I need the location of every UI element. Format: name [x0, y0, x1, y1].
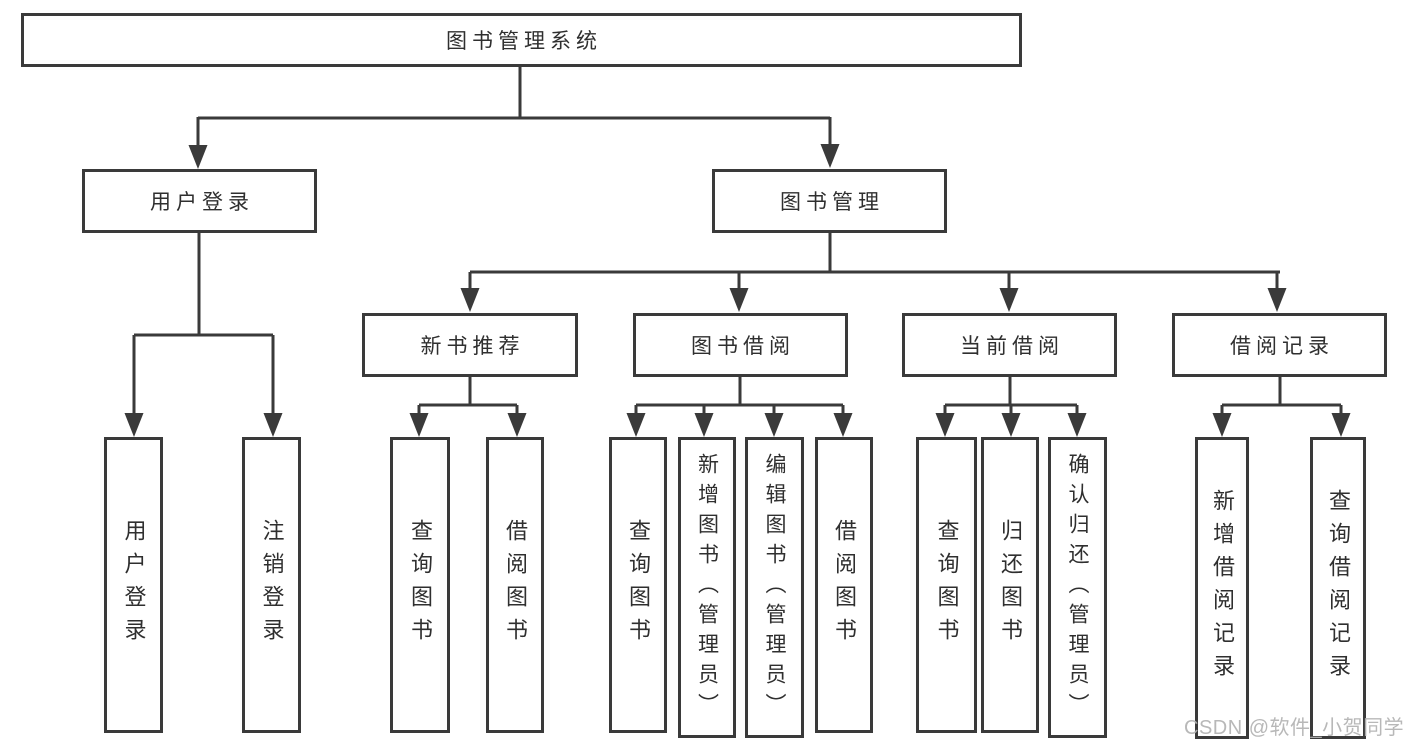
leaf-logout: 注销登录: [242, 437, 301, 733]
node-new-book-recommendation-label: 新书推荐: [420, 335, 525, 358]
connector-new-book-children: [417, 377, 519, 419]
connector-user-login-children: [132, 233, 275, 419]
node-book-management-label: 图书管理: [780, 191, 884, 214]
node-root: 图书管理系统: [21, 13, 1022, 67]
connector-current-borrow-children: [943, 377, 1079, 419]
leaf-user-login-label: 用户登录: [121, 519, 147, 651]
leaf-borrow-books-borrowing-label: 借阅图书: [832, 519, 857, 651]
leaf-edit-book-admin-label: 编辑图书（管理员）: [763, 452, 786, 723]
leaf-query-books-recommend: 查询图书: [390, 437, 450, 733]
leaf-add-borrow-record: 新增借阅记录: [1195, 437, 1249, 739]
node-current-borrowing-label: 当前借阅: [960, 335, 1064, 358]
node-user-login: 用户登录: [82, 169, 317, 233]
leaf-query-books-current: 查询图书: [916, 437, 977, 733]
connector-book-management-children: [468, 233, 1280, 295]
leaf-return-book-label: 归还图书: [998, 519, 1023, 651]
csdn-watermark: CSDN @软件_小贺同学: [1184, 717, 1405, 739]
connector-book-borrow-children: [634, 377, 845, 419]
leaf-confirm-return-admin-label: 确认归还（管理员）: [1066, 452, 1089, 723]
leaf-query-books-current-label: 查询图书: [934, 519, 960, 651]
leaf-borrow-books-borrowing: 借阅图书: [815, 437, 873, 733]
leaf-user-login: 用户登录: [104, 437, 163, 733]
leaf-query-books-recommend-label: 查询图书: [408, 519, 433, 651]
leaf-confirm-return-admin: 确认归还（管理员）: [1048, 437, 1107, 738]
node-current-borrowing: 当前借阅: [902, 313, 1117, 377]
leaf-edit-book-admin: 编辑图书（管理员）: [745, 437, 804, 738]
leaf-logout-label: 注销登录: [259, 519, 285, 651]
leaf-query-borrow-record: 查询借阅记录: [1310, 437, 1366, 739]
node-book-borrowing-label: 图书借阅: [691, 335, 795, 358]
node-root-label: 图书管理系统: [446, 30, 602, 53]
leaf-add-book-admin: 新增图书（管理员）: [678, 437, 736, 738]
leaf-add-book-admin-label: 新增图书（管理员）: [695, 452, 719, 723]
node-new-book-recommendation: 新书推荐: [362, 313, 578, 377]
node-user-login-label: 用户登录: [150, 191, 254, 214]
connector-root-to-level2: [196, 66, 832, 151]
leaf-query-books-borrowing: 查询图书: [609, 437, 667, 733]
leaf-query-borrow-record-label: 查询借阅记录: [1326, 489, 1351, 687]
leaf-borrow-books-recommend-label: 借阅图书: [503, 519, 528, 651]
leaf-borrow-books-recommend: 借阅图书: [486, 437, 544, 733]
node-borrowing-records-label: 借阅记录: [1230, 335, 1334, 358]
leaf-return-book: 归还图书: [981, 437, 1039, 733]
node-book-management: 图书管理: [712, 169, 947, 233]
node-book-borrowing: 图书借阅: [633, 313, 848, 377]
leaf-add-borrow-record-label: 新增借阅记录: [1210, 489, 1235, 687]
node-borrowing-records: 借阅记录: [1172, 313, 1387, 377]
leaf-query-books-borrowing-label: 查询图书: [626, 519, 651, 651]
connector-borrow-records-children: [1220, 377, 1343, 419]
